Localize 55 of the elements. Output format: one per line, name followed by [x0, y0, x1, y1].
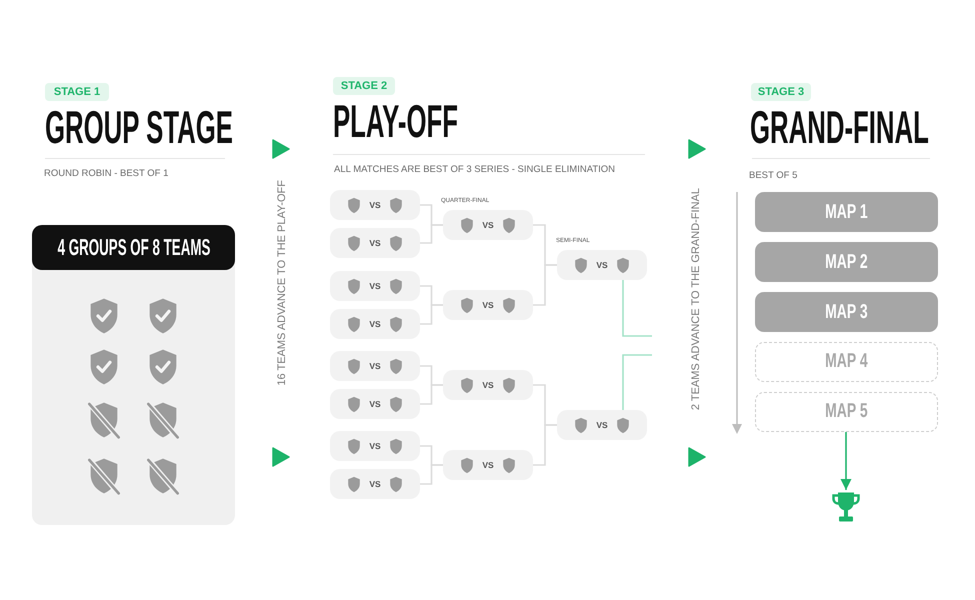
map-box: MAP 5 — [755, 392, 938, 432]
vs-label: VS — [369, 441, 381, 451]
vs-label: VS — [369, 238, 381, 248]
bracket-line — [622, 354, 652, 410]
stage-heading: PLAY-OFF — [333, 98, 458, 144]
stage-subtitle: ALL MATCHES ARE BEST OF 3 SERIES - SINGLE ELIMINATION — [334, 164, 616, 175]
match-box — [443, 450, 533, 480]
bracket-line — [420, 464, 443, 485]
bracket-line — [420, 384, 443, 405]
map-box: MAP 4 — [755, 342, 938, 382]
match-box — [330, 190, 420, 220]
match-box — [557, 410, 647, 440]
match-box — [330, 228, 420, 258]
stage-subtitle: ROUND ROBIN - BEST OF 1 — [44, 168, 168, 179]
stage-heading: GRAND-FINAL — [750, 104, 929, 150]
vs-label: VS — [369, 399, 381, 409]
bracket-line — [533, 264, 557, 306]
match-box — [330, 351, 420, 381]
stage-badge: STAGE 2 — [333, 77, 395, 95]
stage-badge: STAGE 3 — [751, 83, 811, 101]
bracket-line — [420, 304, 443, 325]
vs-label: VS — [369, 200, 381, 210]
match-box — [330, 431, 420, 461]
map-box: MAP 2 — [755, 242, 938, 282]
match-box — [443, 290, 533, 320]
vs-label: VS — [596, 420, 608, 430]
advance-note: 2 TEAMS ADVANCE TO THE GRAND-FINAL — [690, 188, 702, 410]
vs-label: VS — [596, 260, 608, 270]
bracket-line — [420, 224, 443, 244]
map-box: MAP 1 — [755, 192, 938, 232]
stage-heading: GROUP STAGE — [45, 104, 233, 150]
vs-label: VS — [369, 479, 381, 489]
stage-badge: STAGE 1 — [45, 83, 109, 101]
card-header: 4 GROUPS OF 8 TEAMS — [32, 225, 235, 270]
match-box — [330, 389, 420, 419]
vs-label: VS — [482, 300, 494, 310]
match-box — [443, 210, 533, 240]
bracket-line — [622, 280, 652, 337]
map-box: MAP 3 — [755, 292, 938, 332]
bracket-line — [533, 424, 557, 466]
advance-note: 16 TEAMS ADVANCE TO THE PLAY-OFF — [276, 180, 288, 386]
match-box — [330, 309, 420, 339]
match-box — [557, 250, 647, 280]
arrow — [840, 432, 852, 490]
vs-label: VS — [369, 281, 381, 291]
vs-label: VS — [369, 361, 381, 371]
group-card — [32, 225, 235, 525]
match-box — [330, 271, 420, 301]
vs-label: VS — [482, 220, 494, 230]
match-box — [330, 469, 420, 499]
vs-label: VS — [482, 380, 494, 390]
match-box — [443, 370, 533, 400]
vs-label: VS — [482, 460, 494, 470]
stage-subtitle: BEST OF 5 — [749, 170, 798, 181]
vs-label: VS — [369, 319, 381, 329]
